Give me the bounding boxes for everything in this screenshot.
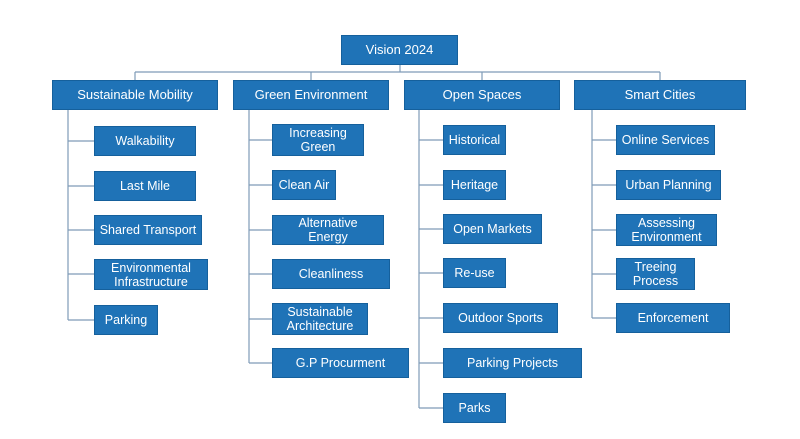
item-parking-projects: Parking Projects — [443, 348, 582, 378]
item-urban-planning: Urban Planning — [616, 170, 721, 200]
category-sustainable-mobility: Sustainable Mobility — [52, 80, 218, 110]
item-last-mile: Last Mile — [94, 171, 196, 201]
item-sustainable-architecture: Sustainable Architecture — [272, 303, 368, 335]
item-enforcement: Enforcement — [616, 303, 730, 333]
item-online-services: Online Services — [616, 125, 715, 155]
item-gp-procurment: G.P Procurment — [272, 348, 409, 378]
item-parks: Parks — [443, 393, 506, 423]
root-node: Vision 2024 — [341, 35, 458, 65]
item-treeing-process: Treeing Process — [616, 258, 695, 290]
item-heritage: Heritage — [443, 170, 506, 200]
item-environmental-infrastructure: Environmental Infrastructure — [94, 259, 208, 290]
item-re-use: Re-use — [443, 258, 506, 288]
item-increasing-green: Increasing Green — [272, 124, 364, 156]
item-outdoor-sports: Outdoor Sports — [443, 303, 558, 333]
item-assessing-environment: Assessing Environment — [616, 214, 717, 246]
category-smart-cities: Smart Cities — [574, 80, 746, 110]
category-open-spaces: Open Spaces — [404, 80, 560, 110]
item-historical: Historical — [443, 125, 506, 155]
item-parking: Parking — [94, 305, 158, 335]
item-clean-air: Clean Air — [272, 170, 336, 200]
item-open-markets: Open Markets — [443, 214, 542, 244]
item-walkability: Walkability — [94, 126, 196, 156]
item-alternative-energy: Alternative Energy — [272, 215, 384, 245]
item-shared-transport: Shared Transport — [94, 215, 202, 245]
category-green-environment: Green Environment — [233, 80, 389, 110]
item-cleanliness: Cleanliness — [272, 259, 390, 289]
